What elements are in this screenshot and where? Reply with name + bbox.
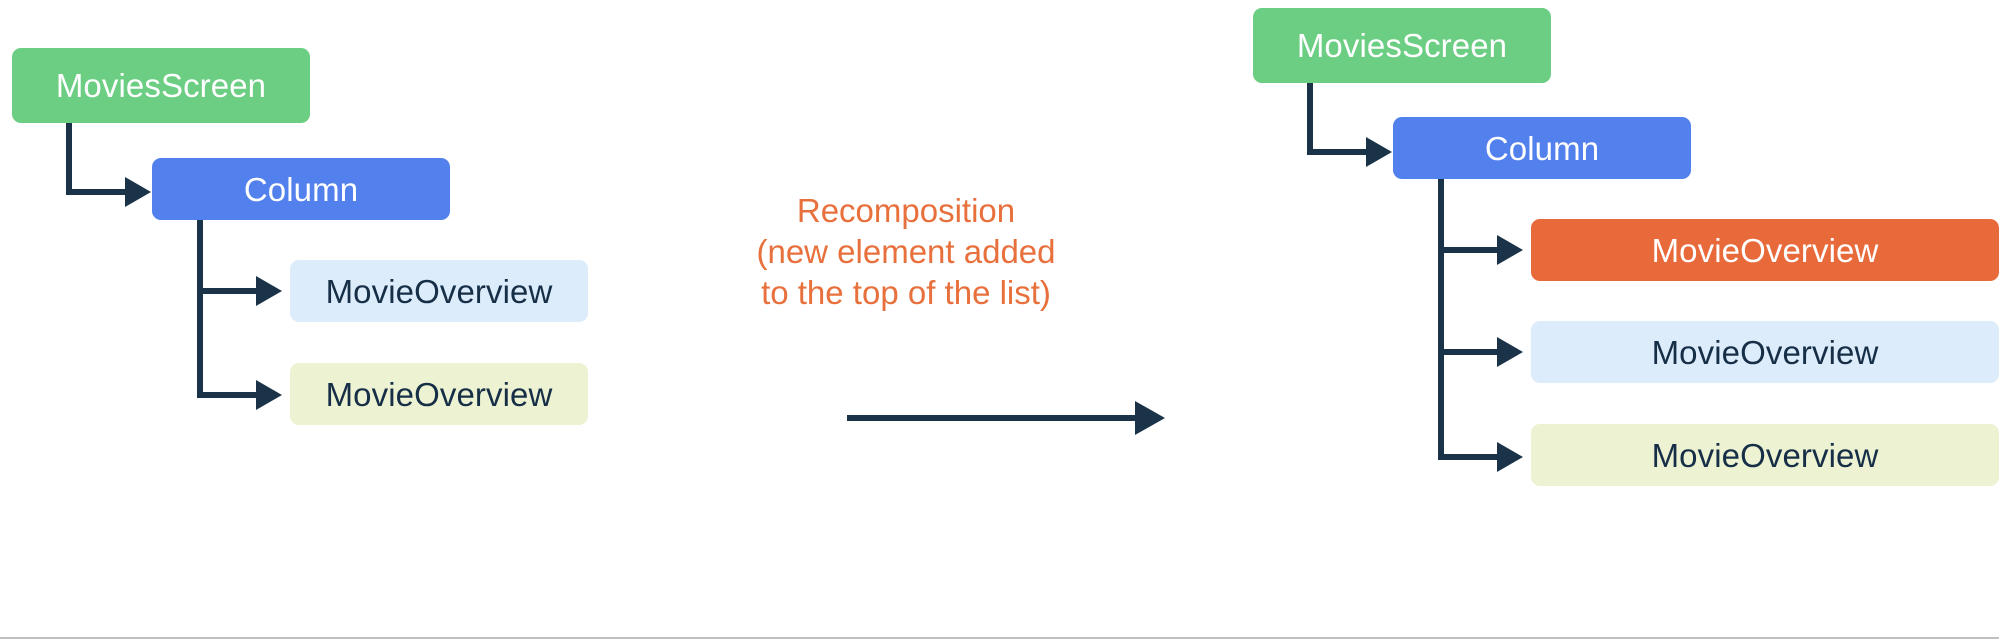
right-arrow-icon <box>1135 401 1165 435</box>
connector-trunk-segment <box>1438 179 1444 460</box>
connector-horizontal-segment <box>66 189 128 195</box>
arrowhead-icon <box>1497 337 1523 367</box>
connector-trunk-segment <box>197 220 203 398</box>
connector-branch-3 <box>1438 454 1500 460</box>
connector-branch-1 <box>1438 247 1500 253</box>
node-movie-overview-1-after[interactable]: MovieOverview <box>1531 321 1999 383</box>
transition-caption: Recomposition (new element added to the … <box>660 190 1152 313</box>
connector-branch-1 <box>197 288 259 294</box>
arrowhead-icon <box>256 276 282 306</box>
transition-arrow-shaft <box>847 415 1137 421</box>
arrowhead-icon <box>125 177 151 207</box>
connector-branch-2 <box>197 392 259 398</box>
transition-caption-line-2: (new element added <box>756 233 1056 270</box>
node-movies-screen-after[interactable]: MoviesScreen <box>1253 8 1551 83</box>
connector-horizontal-segment <box>1307 149 1369 155</box>
arrowhead-icon <box>1366 137 1392 167</box>
node-movie-overview-new-after[interactable]: MovieOverview <box>1531 219 1999 281</box>
node-column-before[interactable]: Column <box>152 158 450 220</box>
connector-vertical-segment <box>66 123 72 195</box>
arrowhead-icon <box>256 380 282 410</box>
node-column-after[interactable]: Column <box>1393 117 1691 179</box>
arrowhead-icon <box>1497 235 1523 265</box>
arrowhead-icon <box>1497 442 1523 472</box>
node-movie-overview-1-before[interactable]: MovieOverview <box>290 260 588 322</box>
bottom-divider <box>0 637 1999 639</box>
node-movies-screen-before[interactable]: MoviesScreen <box>12 48 310 123</box>
connector-vertical-segment <box>1307 83 1313 155</box>
transition-caption-line-3: to the top of the list) <box>761 274 1051 311</box>
node-movie-overview-2-before[interactable]: MovieOverview <box>290 363 588 425</box>
connector-branch-2 <box>1438 349 1500 355</box>
node-movie-overview-2-after[interactable]: MovieOverview <box>1531 424 1999 486</box>
transition-caption-line-1: Recomposition <box>796 192 1016 229</box>
